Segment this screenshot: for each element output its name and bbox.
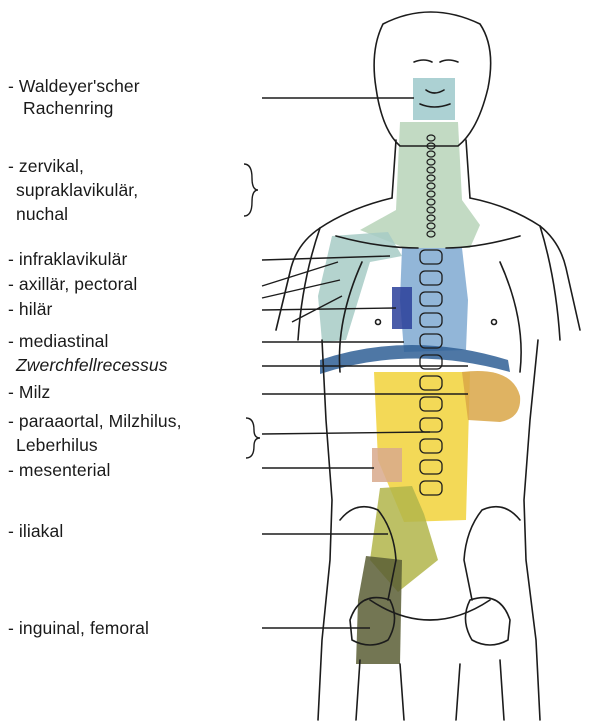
label-mesenterial: - mesenterial — [8, 460, 110, 481]
label-zervikal-3: nuchal — [16, 204, 68, 225]
label-zervikal-2: supraklavikulär, — [16, 180, 138, 201]
label-paraaortal-2: Leberhilus — [16, 435, 98, 456]
label-zwerchfell: Zwerchfellrecessus — [16, 355, 168, 376]
label-zervikal: - zervikal, — [8, 156, 84, 177]
axillary-region — [318, 232, 402, 342]
label-iliakal: - iliakal — [8, 521, 63, 542]
brace-paraaortal — [246, 418, 260, 458]
label-waldeyer-2: Rachenring — [23, 98, 114, 119]
diaphragm-region — [320, 345, 510, 374]
inguinal-region — [356, 556, 402, 664]
brace-zervikal — [244, 164, 258, 216]
mesenteric-region — [372, 448, 402, 482]
label-paraaortal: - paraaortal, Milzhilus, — [8, 411, 182, 432]
label-axillar: - axillär, pectoral — [8, 274, 137, 295]
label-infraklavikular: - infraklavikulär — [8, 249, 127, 270]
label-mediastinal: - mediastinal — [8, 331, 109, 352]
cervical-region — [360, 122, 480, 248]
label-inguinal: - inguinal, femoral — [8, 618, 149, 639]
label-hilar: - hilär — [8, 299, 52, 320]
label-milz: - Milz — [8, 382, 50, 403]
label-waldeyer: - Waldeyer'scher — [8, 76, 140, 97]
line-hilar — [262, 308, 396, 310]
spleen-region — [462, 371, 520, 422]
waldeyer-region — [413, 78, 455, 120]
